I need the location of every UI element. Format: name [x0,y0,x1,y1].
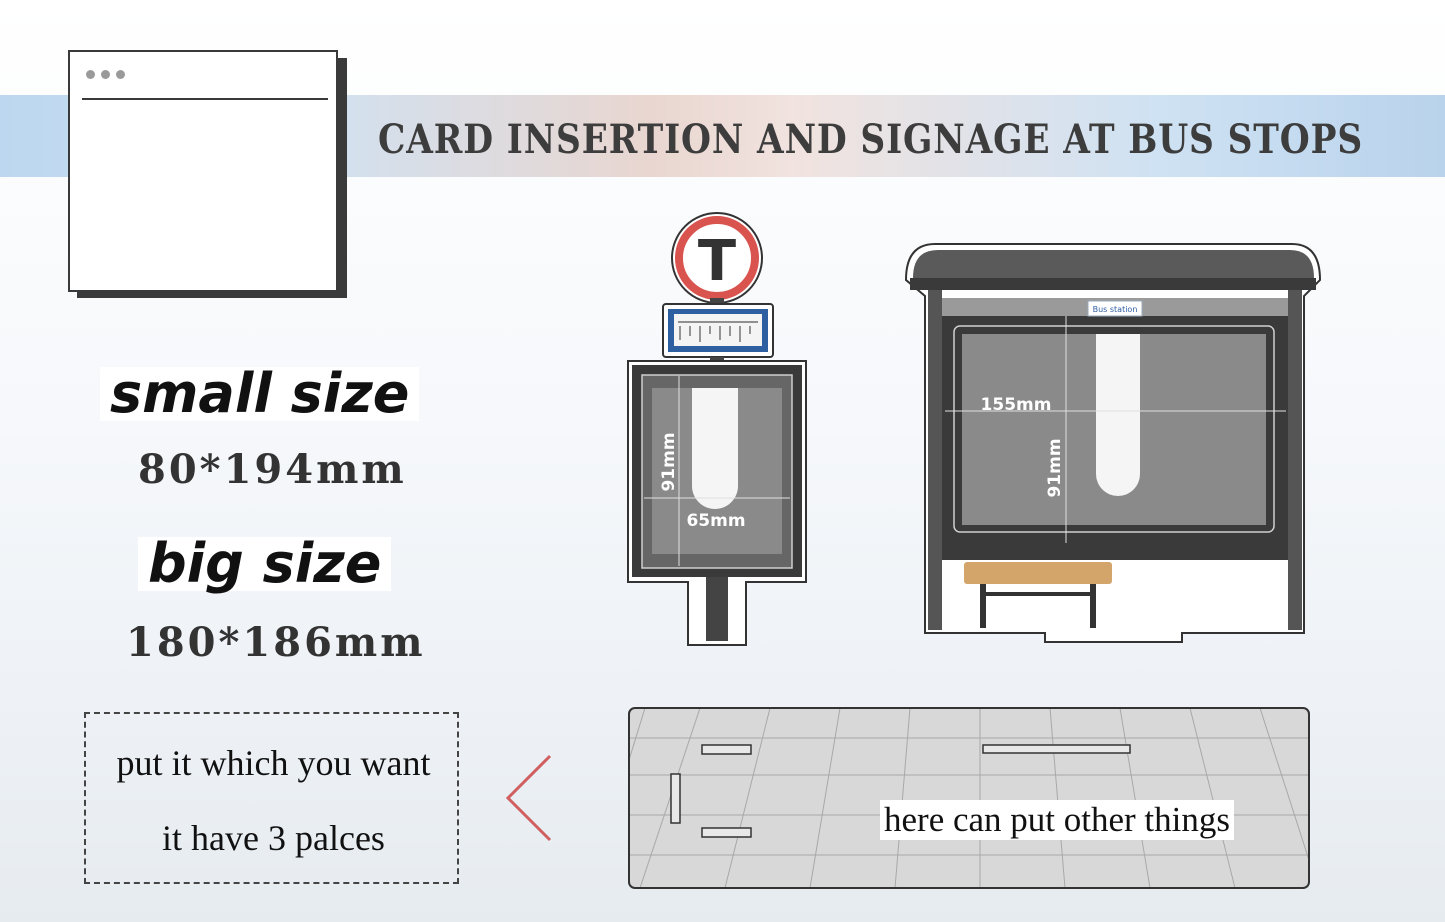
shelter-height-label: 91mm [1045,438,1065,497]
floor-plan [628,707,1310,889]
station-label: Bus station [1093,305,1138,314]
dot-icon [116,70,125,79]
dot-icon [86,70,95,79]
note-line-1: put it which you want [116,743,431,783]
card-slot [982,744,1131,754]
sign-width-label: 65mm [686,511,745,531]
small-size-label: small size [100,367,420,421]
card-slot [701,827,752,838]
floor-note: here can put other things [880,800,1235,840]
placement-note-box: put it which you want it have 3 palces [84,712,459,884]
sign-letter: T [698,229,736,294]
window-dots [86,70,125,79]
big-size-dims: 180*186mm [126,619,426,666]
bus-shelter: Bus station 155mm 91mm [904,243,1322,643]
big-size-label: big size [138,537,392,591]
arrow-left-icon [505,754,552,842]
window-icon [68,50,338,292]
card-slot [670,773,681,824]
bus-stop-sign: T 91mm 65mm [627,212,807,646]
shelter-width-label: 155mm [981,395,1052,415]
sign-height-label: 91mm [659,432,679,491]
dot-icon [101,70,110,79]
note-line-2: it have 3 palces [162,818,385,858]
window-divider [82,98,328,100]
small-size-dims: 80*194mm [138,446,407,493]
card-slot [701,744,752,755]
